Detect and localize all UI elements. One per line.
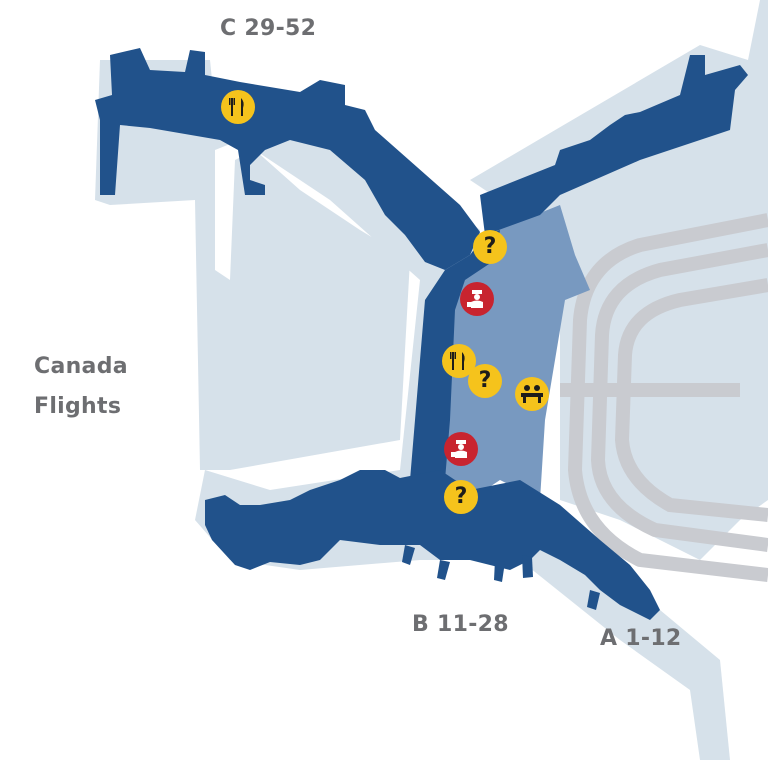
gates-c-label: C 29-52: [220, 16, 317, 41]
roadways: [560, 213, 768, 582]
question-icon: ?: [478, 368, 492, 393]
terminal-core-light: [440, 205, 590, 500]
fork-knife-icon: [229, 98, 244, 116]
info-desk-poi-2[interactable]: ?: [468, 364, 502, 398]
gates-a-label: A 1-12: [600, 626, 682, 651]
question-icon: ?: [454, 484, 468, 509]
question-icon: ?: [483, 234, 497, 259]
canada-flights-label-line1: Canada: [34, 354, 128, 379]
info-desk-poi-1[interactable]: ?: [473, 230, 507, 264]
check-in-poi[interactable]: [515, 377, 549, 411]
customs-officer-icon: [467, 290, 483, 308]
canada-flights-label-line2: Flights: [34, 394, 122, 419]
fork-knife-icon: [450, 352, 465, 370]
terminal-body: [95, 48, 748, 620]
check-in-desk-icon: [521, 385, 543, 403]
info-desk-poi-3[interactable]: ?: [444, 480, 478, 514]
customs-poi-2[interactable]: [444, 432, 478, 466]
customs-poi-1[interactable]: [460, 282, 494, 316]
customs-officer-icon: [451, 440, 467, 458]
gates-b-label: B 11-28: [412, 612, 509, 637]
restaurant-poi-c[interactable]: [221, 90, 255, 124]
